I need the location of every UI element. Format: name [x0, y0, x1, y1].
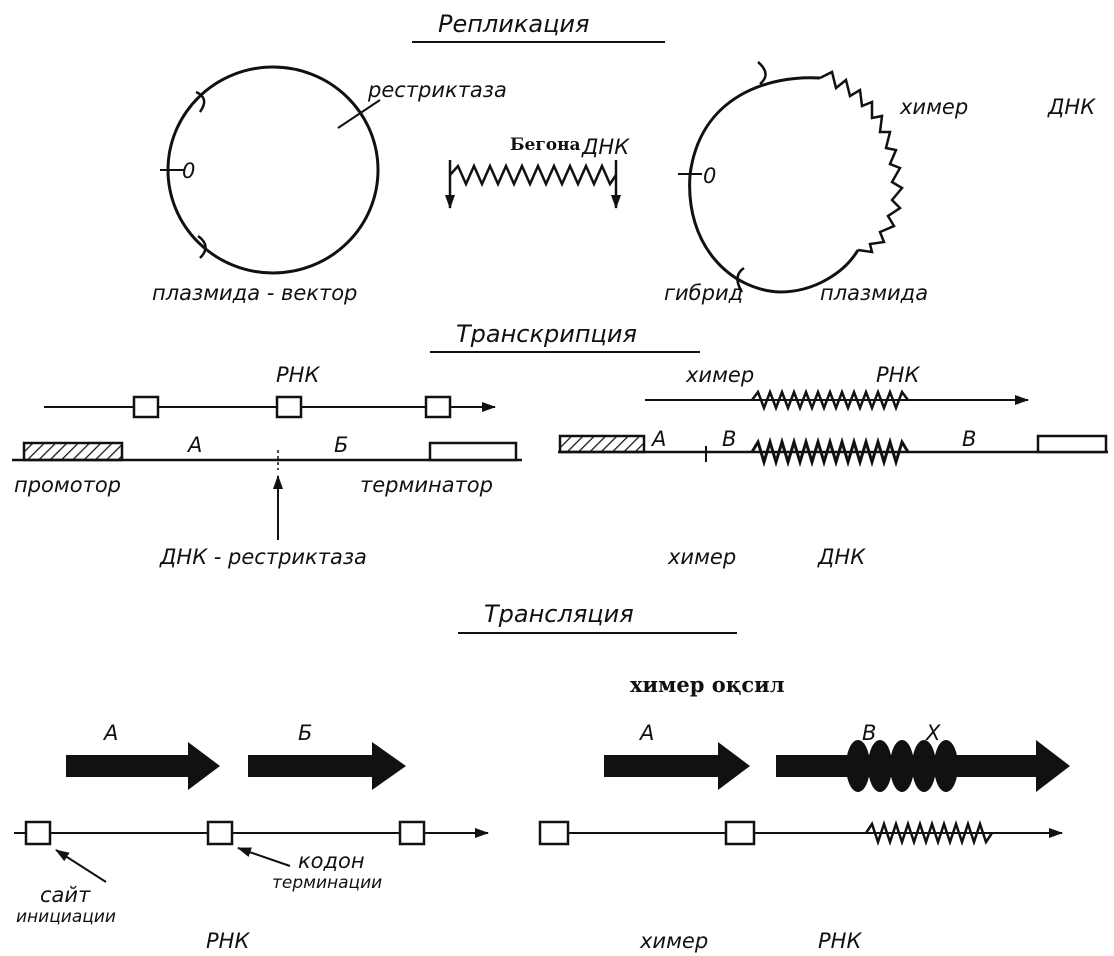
promoter-label: промотор	[14, 473, 121, 497]
rna-label-translation-right: РНК	[818, 929, 862, 953]
transcription-section: Транскрипция РНК А Б промотор терминатор…	[12, 320, 1108, 569]
stop-codon-pointer	[237, 847, 291, 867]
dna-restriction-label: ДНК - рестриктаза	[159, 545, 367, 569]
rna-box-mid-right	[724, 820, 756, 846]
foreign-dna-zigzag	[449, 162, 618, 188]
protein-label-x-right: Х	[925, 721, 941, 745]
rna-box-start-right	[538, 820, 570, 846]
translation-section: Трансляция химер оқсил А Б сайт инициаци…	[14, 600, 1070, 953]
chimera-dna-label: химер	[667, 545, 736, 569]
chimera-rna-label: химер	[685, 363, 754, 387]
protein-label-b-left: Б	[298, 721, 312, 745]
label-a-left: А	[186, 433, 202, 457]
label-b-left: Б	[334, 433, 348, 457]
rna-box-end-left	[398, 820, 426, 846]
chimera-rna-zigzag	[751, 388, 909, 412]
hybrid-insert-zigzag	[819, 70, 904, 254]
chimera-protein-bulges	[846, 740, 958, 792]
chimera-dna-zigzag	[750, 436, 910, 468]
chimera-dna-label: ДНК	[1047, 95, 1096, 119]
stop-codon-label-1: кодон	[298, 849, 365, 873]
label-v-right-2: В	[962, 427, 976, 451]
init-site-label-2: инициации	[16, 907, 116, 927]
label-v-right-1: В	[722, 427, 736, 451]
chimera-protein-label: химер оқсил	[630, 672, 785, 697]
plasmid-label: плазмида	[820, 281, 928, 305]
restriction-cut-top	[195, 90, 206, 113]
transcription-title: Транскрипция	[456, 320, 637, 348]
promoter-box-right	[558, 434, 646, 454]
rna-box-1	[132, 395, 160, 419]
rna-label-right: РНК	[876, 363, 920, 387]
protein-label-v-right: В	[862, 721, 876, 745]
plasmid-vector-circle	[166, 65, 380, 275]
chimera-rna-zigzag-translation	[864, 820, 994, 846]
restriction-pointer	[337, 99, 381, 129]
replication-section: Репликация 0 рестриктаза плазмида - вект…	[152, 10, 1096, 305]
hybrid-cut-top	[757, 61, 767, 85]
init-site-label-1: сайт	[40, 883, 91, 907]
foreign-dna-label: ДНК	[581, 135, 630, 159]
chimera-label: химер	[899, 95, 968, 119]
label-a-right: А	[650, 427, 666, 451]
protein-label-a-left: А	[102, 721, 118, 745]
init-site-pointer	[55, 849, 107, 883]
rna-box-2	[275, 395, 303, 419]
origin-label-left: 0	[182, 159, 195, 183]
terminator-label: терминатор	[360, 473, 493, 497]
hybrid-label: гибрид	[664, 281, 743, 305]
protein-arrow-a-right	[604, 742, 750, 790]
replication-title: Репликация	[438, 10, 589, 38]
stop-codon-label-2: терминации	[272, 873, 382, 893]
foreign-label: Бегона	[510, 135, 581, 155]
rna-label-translation-left: РНК	[206, 929, 250, 953]
restriction-label: рестриктаза	[367, 78, 507, 102]
plasmid-vector-label: плазмида - вектор	[152, 281, 357, 305]
init-site-box	[24, 820, 52, 846]
protein-arrow-a-left	[66, 742, 220, 790]
translation-title: Трансляция	[484, 600, 634, 628]
chimera-label-bottom: химер	[639, 929, 708, 953]
restriction-cut-bottom	[197, 234, 207, 259]
rna-box-3	[424, 395, 452, 419]
protein-arrow-b-left	[248, 742, 406, 790]
dna-label-bottom: ДНК	[817, 545, 866, 569]
promoter-box	[22, 441, 124, 462]
rna-label-left: РНК	[276, 363, 320, 387]
protein-label-a-right: А	[638, 721, 654, 745]
hybrid-cut-bottom	[736, 266, 745, 293]
stop-codon-box	[206, 820, 234, 846]
origin-label-right: 0	[703, 164, 716, 188]
terminator-box	[428, 441, 518, 462]
terminator-box-right	[1036, 434, 1108, 454]
hybrid-plasmid-circle	[688, 76, 860, 294]
